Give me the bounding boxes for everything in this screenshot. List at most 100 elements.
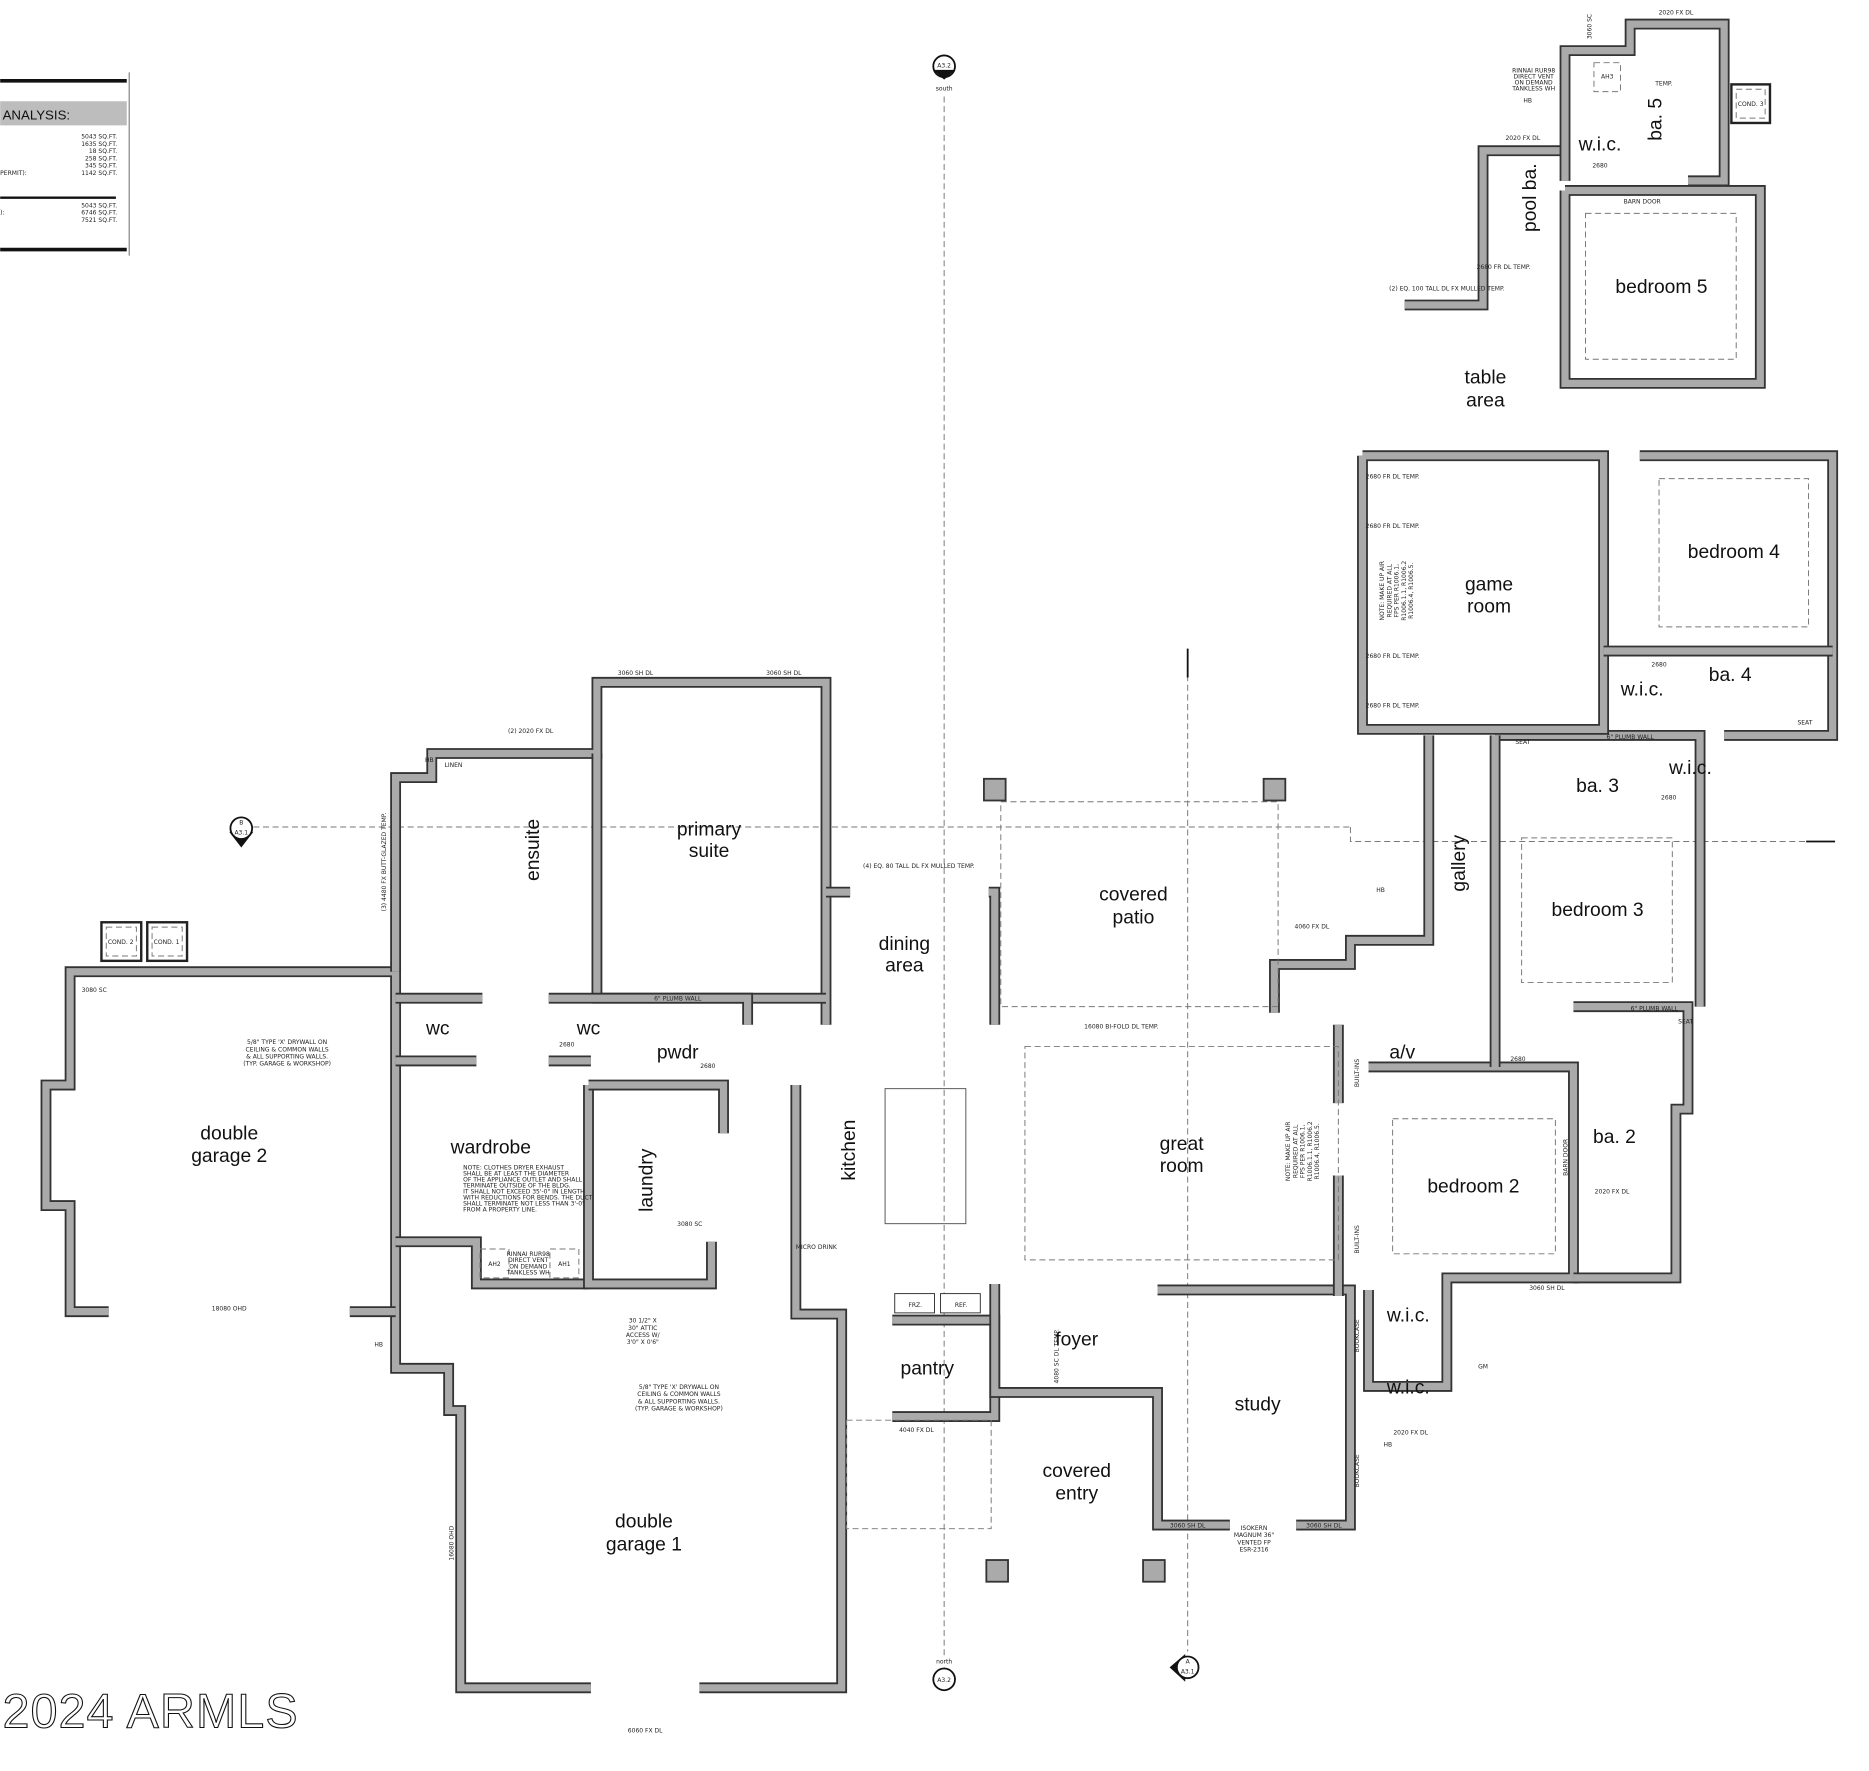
room-game-room: game [1465, 575, 1513, 596]
room-labels: bedroom 5 table area game room bedroom 4… [191, 98, 1780, 1555]
window-tag: 3060 SH DL [1170, 1522, 1206, 1529]
wall [591, 753, 826, 1004]
room-bedroom-2: bedroom 2 [1427, 1176, 1519, 1197]
room-wic: w.i.c. [1386, 1378, 1430, 1399]
door-tag: 16080 BI-FOLD DL TEMP. [1084, 1023, 1158, 1030]
svg-text:B: B [239, 820, 243, 827]
room-covered-patio: covered [1099, 885, 1168, 906]
door-tag: 2680 FR DL TEMP. [1366, 653, 1420, 660]
window-tag: 3060 SH DL [1529, 1285, 1565, 1292]
door-tag: 4060 FX DL [1294, 923, 1329, 930]
water-heater-note: RINNAI RUR98 [1512, 67, 1555, 74]
makeup-air-note: R1006.1.1, R1006.2 [1307, 1121, 1314, 1181]
door-tag: 2680 [1510, 1056, 1525, 1063]
room-wic: w.i.c. [1668, 758, 1712, 779]
svg-text:AH1: AH1 [558, 1261, 571, 1268]
wall [584, 1085, 716, 1288]
svg-text:FRZ.: FRZ. [908, 1302, 922, 1309]
section-lines [253, 96, 1836, 1658]
room-ba-4: ba. 4 [1709, 665, 1752, 686]
wall [1639, 452, 1837, 740]
svg-text:AH3: AH3 [1601, 73, 1614, 80]
wall [1364, 1063, 1578, 1391]
svg-text:south: south [936, 85, 953, 92]
dryer-note: FROM A PROPERTY LINE. [463, 1207, 537, 1214]
wall [1639, 450, 1839, 741]
water-heater-note: ON DEMAND [509, 1263, 547, 1270]
gas-meter-label: GM [1478, 1363, 1488, 1370]
wall [593, 753, 826, 1002]
drywall-note: 5/8" TYPE 'X' DRYWALL ON [247, 1039, 327, 1046]
makeup-air-note: FPS PER R1006.1, [1300, 1125, 1307, 1179]
drywall-note: CEILING & COMMON WALLS [637, 1391, 720, 1398]
drywall-note: (TYP. GARAGE & WORKSHOP) [635, 1406, 723, 1413]
drywall-note: 5/8" TYPE 'X' DRYWALL ON [639, 1384, 719, 1391]
wall [1270, 735, 1433, 1013]
room-foyer: foyer [1055, 1329, 1098, 1350]
room-double-garage-1: garage 1 [606, 1534, 682, 1555]
room-pantry: pantry [900, 1358, 954, 1379]
wall [548, 994, 752, 1025]
room-laundry: laundry [636, 1148, 657, 1212]
analysis-value: 1142 SQ.FT. [81, 170, 117, 177]
door-tag: 2680 FR DL TEMP. [1366, 703, 1420, 710]
fireplace-note: MAGNUM 36" [1234, 1532, 1275, 1539]
barn-door-label: BARN DOOR [1624, 199, 1661, 206]
section-marker-south[interactable]: A3.2 south [932, 54, 956, 92]
room-great-room: room [1160, 1156, 1204, 1177]
dryer-note: NOTE: CLOTHES DRYER EXHAUST [463, 1164, 564, 1171]
room-wardrobe: wardrobe [450, 1138, 531, 1159]
door-tag: 3060 SC [1587, 14, 1594, 39]
ceiling-outline [1000, 801, 1279, 1008]
dryer-note: IT SHALL NOT EXCEED 35'-0" IN LENGTH [463, 1189, 585, 1196]
ceiling-outline [1024, 1045, 1339, 1261]
section-marker-a[interactable]: A A3.1 [1169, 1654, 1200, 1682]
hose-bib-label: HB [425, 757, 434, 764]
wall [1358, 452, 1608, 733]
fireplace-note: ISOKERN [1241, 1525, 1268, 1532]
hose-bib-label: HB [1376, 887, 1385, 894]
barn-door-label: BARN DOOR [1562, 1139, 1569, 1176]
hose-bib-label: HB [1383, 1442, 1392, 1449]
door-tag: 2680 FR DL TEMP. [1366, 474, 1420, 481]
makeup-air-note: NOTE: MAKE UP AIR [1285, 1122, 1292, 1182]
water-heater-note: TANKLESS WH [1511, 85, 1555, 92]
room-bedroom-5: bedroom 5 [1615, 277, 1707, 298]
analysis-label: ): [0, 210, 4, 217]
built-ins-label: BUILT-INS [1354, 1059, 1361, 1087]
dryer-note: TERMINATE OUTSIDE OF THE BLDG. [462, 1182, 571, 1189]
section-marker-north[interactable]: north A3.2 [932, 1659, 956, 1692]
water-heater-note: TANKLESS WH [506, 1269, 550, 1276]
condenser-3: COND. 3 [1730, 83, 1772, 125]
wall [1573, 1003, 1692, 1282]
door-tag: 2680 [1651, 662, 1666, 669]
window-tag: 2020 FX DL [1595, 1189, 1630, 1196]
window-tag: 3060 SH DL [1306, 1522, 1342, 1529]
makeup-air-note: R1006.4, R1006.5. [1408, 563, 1415, 619]
hose-bib-label: HB [1523, 97, 1532, 104]
door-tag: 3080 SC [82, 987, 107, 994]
door-tag: 4040 FX DL [899, 1427, 934, 1434]
wall [792, 1085, 846, 1399]
door-tag: 2680 FR DL TEMP. [1477, 264, 1531, 271]
wall [588, 1081, 728, 1134]
room-table-area: area [1466, 390, 1505, 411]
ceiling-outline [1521, 837, 1673, 984]
room-primary-suite: suite [689, 841, 730, 862]
attic-access-note: ACCESS W/ [626, 1332, 661, 1339]
room-ba-2: ba. 2 [1593, 1127, 1636, 1148]
analysis-value: 6746 SQ.FT. [81, 210, 117, 217]
wall [390, 676, 832, 1025]
temp-label: TEMP. [1654, 81, 1672, 88]
attic-access-note: 30 1/2" X [629, 1318, 657, 1325]
fireplace-note: ESR-2316 [1239, 1547, 1268, 1554]
section-marker-b[interactable]: B A3.1 [229, 816, 254, 848]
analysis-value: 18 SQ.FT. [89, 148, 117, 155]
condenser-1: COND. 1 [146, 921, 189, 963]
ceiling-outline [846, 1419, 992, 1530]
seat-label: SEAT [1797, 720, 1812, 727]
door-tag: 3080 SC [677, 1221, 702, 1228]
wall [1269, 735, 1435, 1013]
water-heater-note: DIRECT VENT [1514, 73, 1555, 80]
window-tag: 3060 SH DL [766, 670, 802, 677]
